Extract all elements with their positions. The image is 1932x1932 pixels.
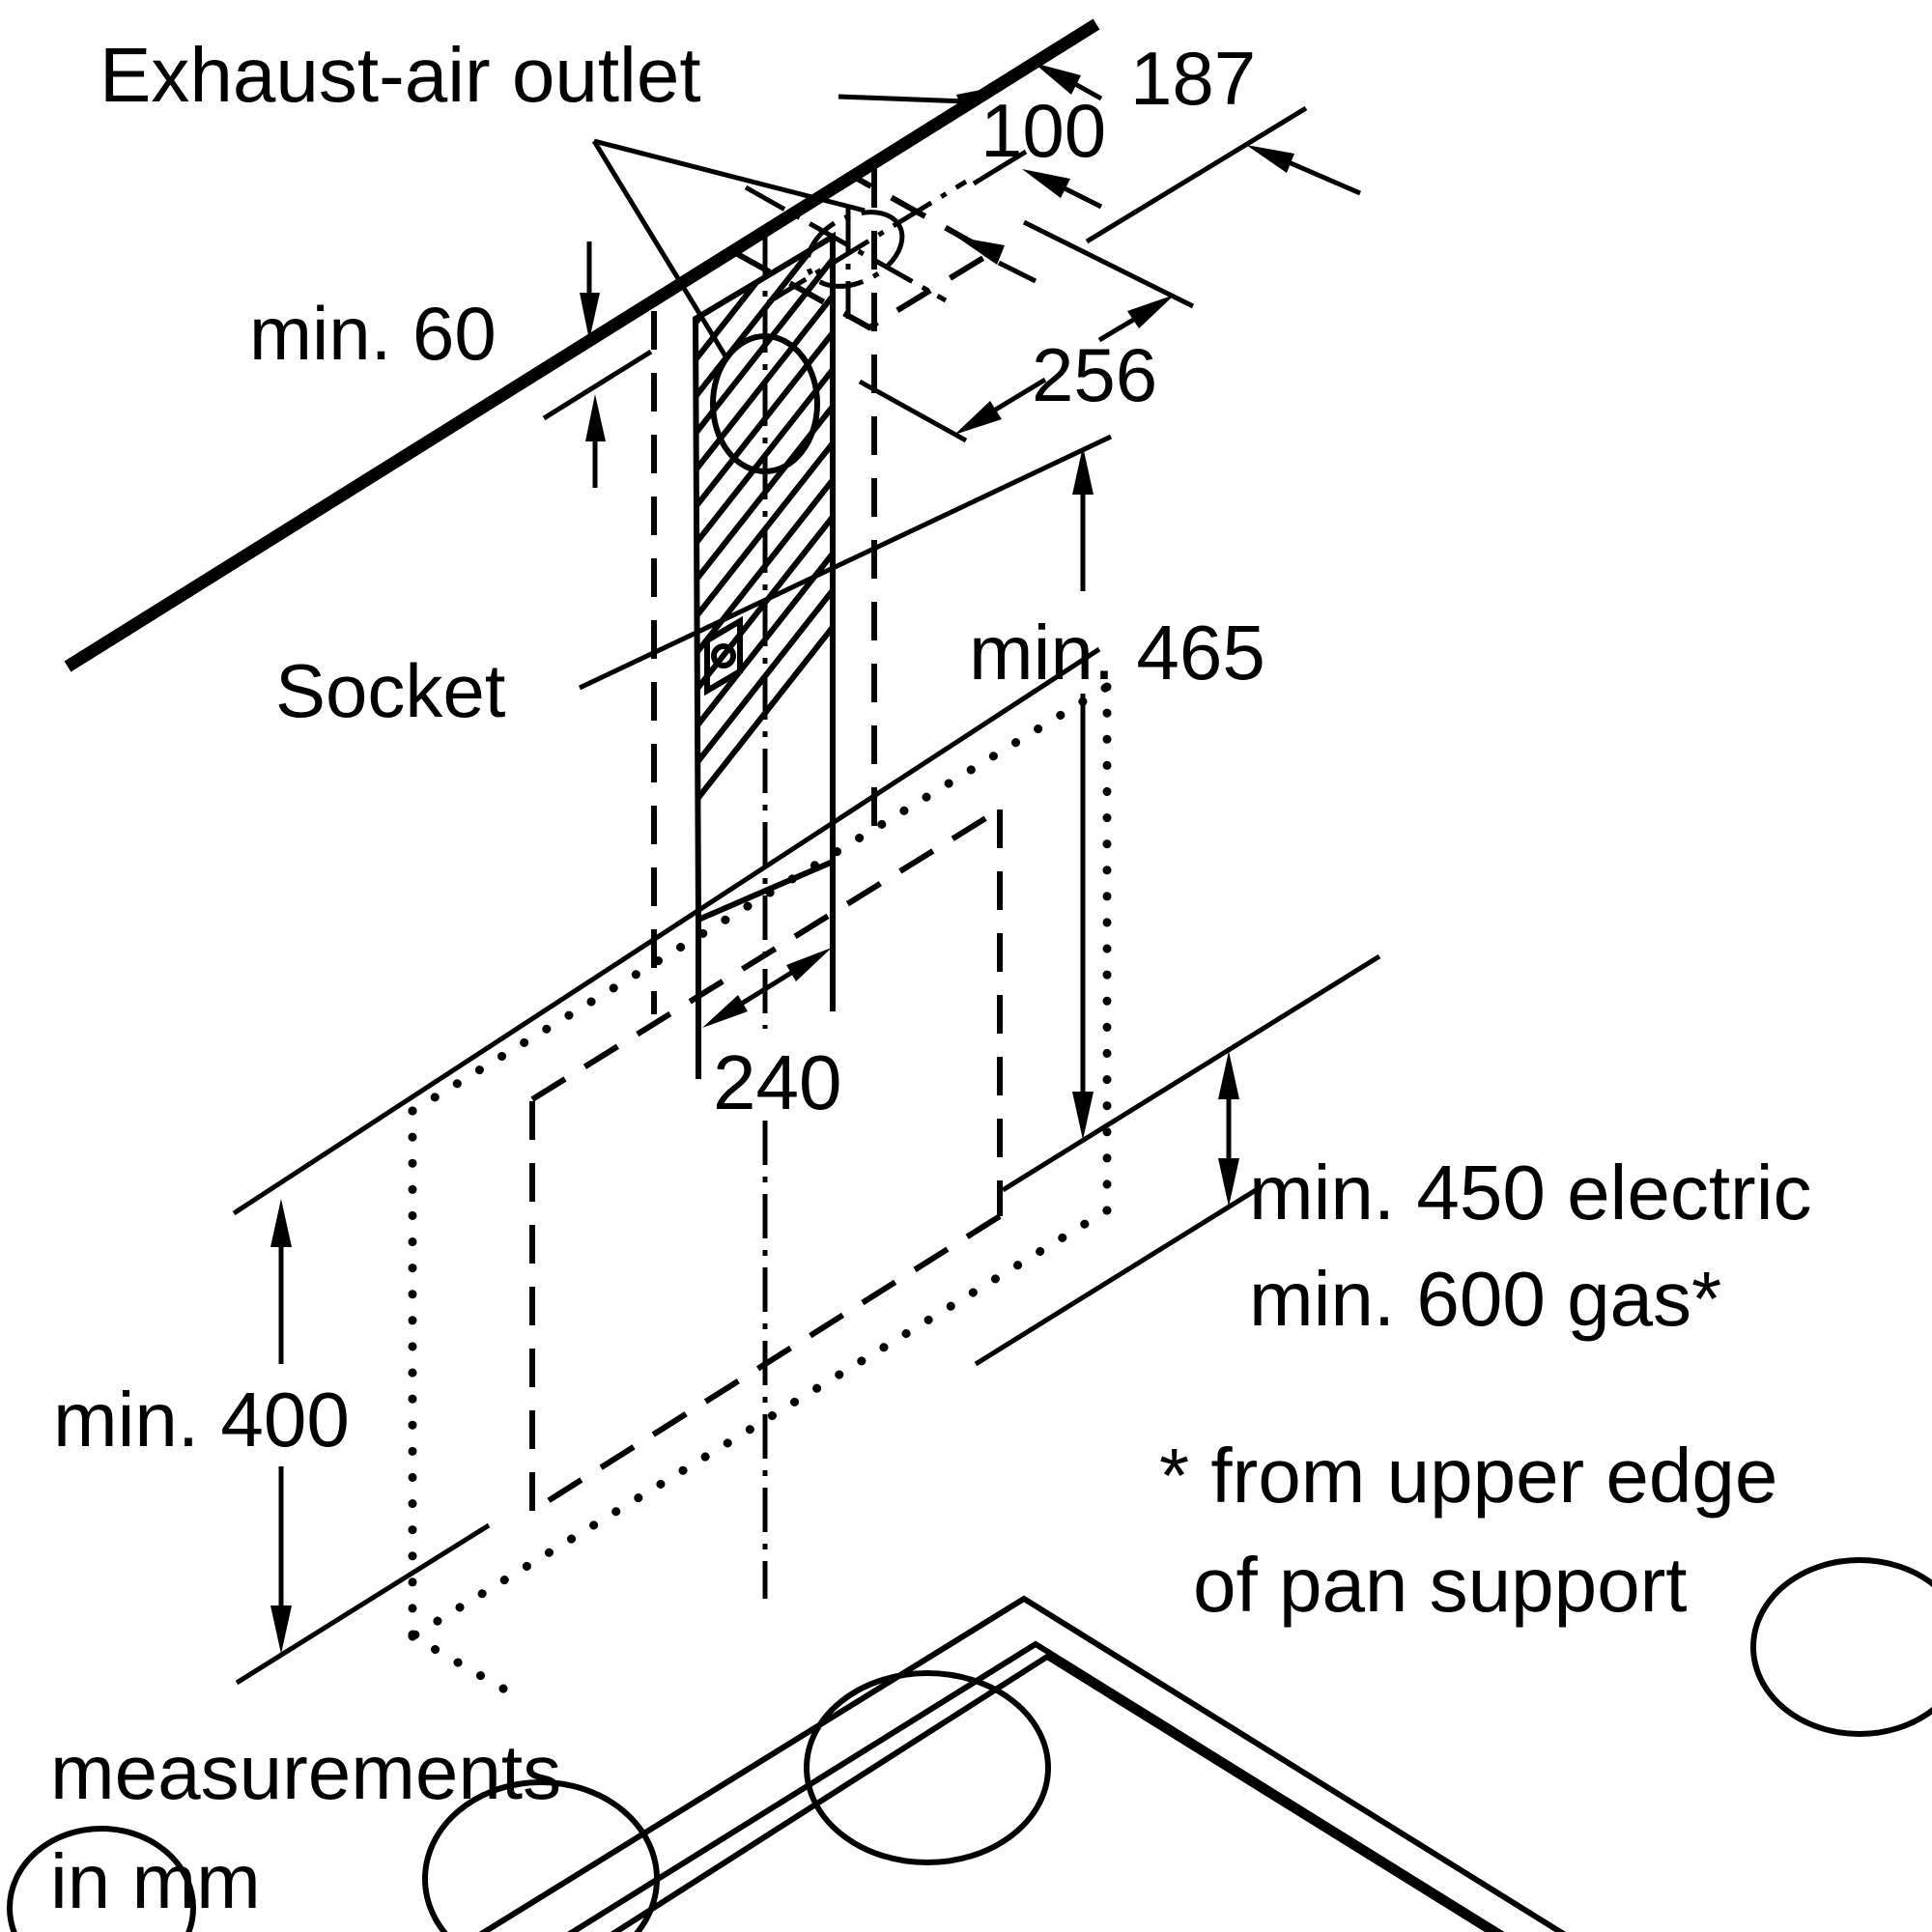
dim-256-witness-left	[858, 379, 968, 443]
hood-front-edge	[408, 1632, 520, 1700]
units-note: measurements in mm	[50, 1729, 561, 1924]
dim-min450-text: min. 450 electric	[1249, 1150, 1811, 1236]
hood-lower-edge-reference	[1001, 953, 1381, 1193]
leader-to-ceiling-hole	[593, 138, 866, 213]
hood-outline-dotted	[408, 682, 1112, 1700]
burner-centre	[422, 1779, 660, 1932]
dim-187: 187	[1034, 36, 1361, 244]
footnote-line1: * from upper edge	[1159, 1433, 1777, 1519]
ceiling-outlet-box	[726, 173, 997, 331]
burner-left	[7, 1826, 196, 1932]
leader-to-wall-hole	[591, 139, 730, 361]
hob	[7, 1557, 1932, 1932]
duct-box-dashed	[726, 173, 997, 331]
strip-hatching	[696, 237, 833, 920]
hob-outer-edge	[478, 1595, 1567, 1932]
exhaust-air-outlet-text: Exhaust-air outlet	[99, 32, 701, 118]
socket-box	[704, 615, 743, 696]
hob-level-reference	[974, 1187, 1258, 1367]
hob-inner-edge-1	[567, 1640, 1505, 1932]
centerline-u	[766, 179, 968, 305]
dim-min465-text: min. 465	[969, 610, 1265, 696]
ceiling-line	[64, 18, 1100, 672]
dim-min465: min. 465	[969, 446, 1265, 1140]
reference-lines	[232, 646, 1381, 1686]
dim-256: 256	[858, 219, 1195, 443]
dim-min600-text: min. 600 gas*	[1249, 1256, 1721, 1342]
dim-min60: min. 60	[249, 242, 653, 488]
dim-min450-600: min. 450 electric min. 600 gas*	[1218, 1051, 1811, 1342]
burner-right	[804, 1670, 1051, 1865]
lower-chimney-dashed-box	[529, 807, 1003, 1514]
footnote: * from upper edge of pan support	[1159, 1433, 1777, 1628]
dim-240: 240	[702, 948, 841, 1125]
dim-240-text: 240	[713, 1039, 841, 1125]
units-note-line2: in mm	[50, 1838, 261, 1924]
leader-to-ceiling	[838, 94, 967, 104]
footnote-line2: of pan support	[1193, 1542, 1687, 1628]
dim-256-witness-right	[1022, 219, 1195, 309]
socket-leader-and-bracket-witness	[578, 434, 1113, 691]
burner-far-right	[1750, 1557, 1932, 1737]
socket-hole	[711, 643, 736, 668]
exhaust-air-outlet-label: Exhaust-air outlet	[99, 32, 1005, 361]
hood-top-edge	[408, 682, 1112, 1116]
dim-100-witness	[972, 149, 1028, 186]
units-note-line1: measurements	[50, 1729, 561, 1815]
hood-bottom-edge	[408, 1206, 1112, 1641]
dim-100-text: 100	[980, 88, 1106, 173]
ceiling-duct-hole	[805, 210, 905, 289]
dim-187-witness	[1085, 105, 1308, 244]
socket-group: Socket	[275, 434, 1113, 733]
dim-256-text: 256	[1032, 332, 1157, 417]
strip-top-witness	[542, 349, 653, 421]
dim-100: 100	[956, 88, 1106, 284]
dim-min400-text: min. 400	[53, 1377, 350, 1463]
chimney-outline	[651, 169, 877, 1014]
dim-min60-text: min. 60	[249, 291, 497, 376]
dim-187-text: 187	[1130, 36, 1256, 121]
strip-bottom-reference	[232, 646, 1101, 1216]
arrowhead-ceiling	[956, 85, 1005, 114]
socket-text: Socket	[275, 648, 506, 733]
dim-min400: min. 400	[53, 1199, 350, 1654]
min400-bottom-reference	[235, 1522, 491, 1686]
